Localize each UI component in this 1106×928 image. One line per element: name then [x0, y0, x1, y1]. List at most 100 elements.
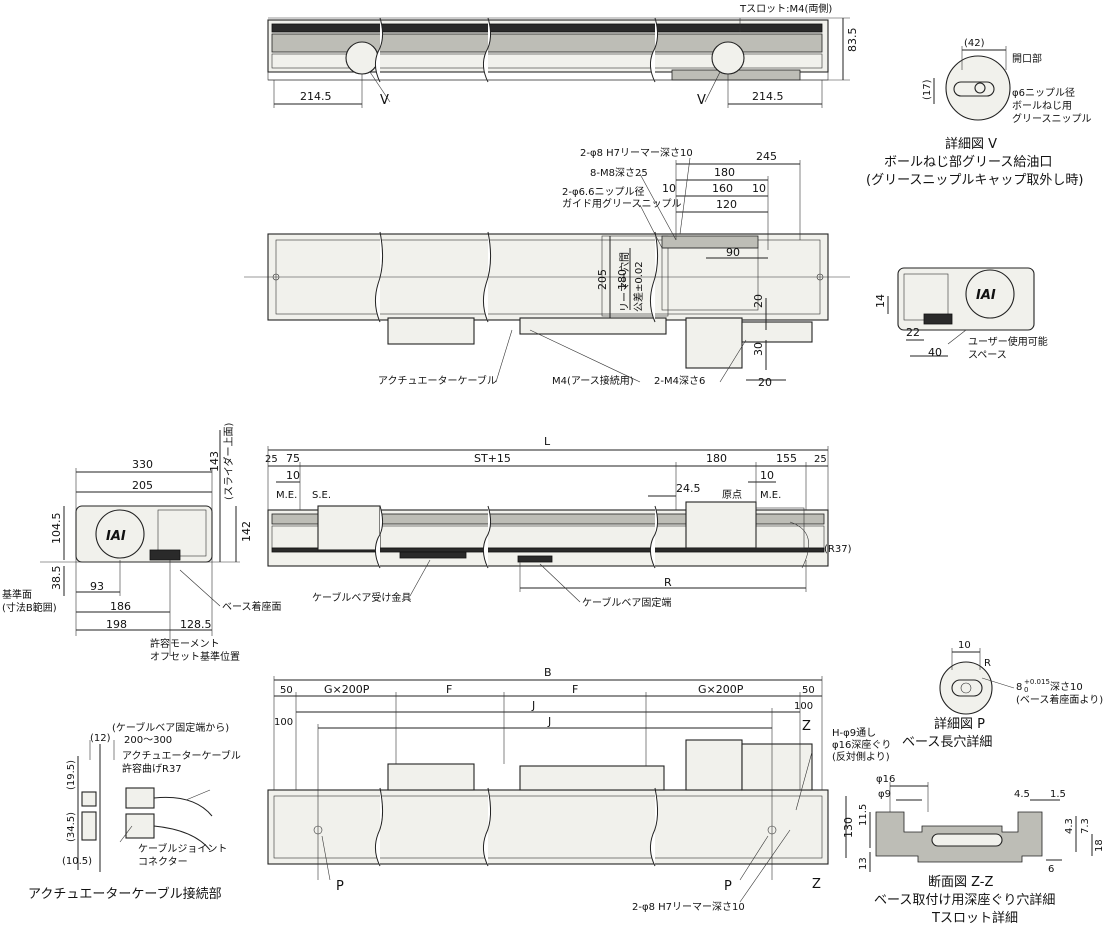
radius-37: (R37) [824, 544, 852, 555]
dim-180-h: 180 [706, 452, 727, 465]
dim-10-a: 10 [662, 182, 676, 195]
dim-R: R [664, 576, 672, 589]
end-view-plan [887, 267, 1035, 357]
dim-40: 40 [928, 346, 942, 359]
dim-25-b: 25 [814, 454, 827, 465]
detail-p-dim-10: 10 [958, 640, 971, 651]
se-label: S.E. [312, 490, 331, 501]
dim-L: L [544, 435, 551, 448]
cable-bend-label-2: 許容曲げR37 [122, 762, 182, 775]
reamer-label: 2-φ8 H7リーマー深さ10 [580, 147, 693, 159]
dim-120: 120 [716, 198, 737, 211]
detail-p-note: (ベース着座面より) [1016, 693, 1103, 706]
detail-p-tol-lower: 0 [1024, 686, 1028, 694]
dim-22: 22 [906, 326, 920, 339]
dim-42: (42) [964, 38, 985, 49]
dim-130: 130 [842, 817, 855, 838]
iai-logo-1: IAI [976, 288, 996, 303]
dim-10-c: 10 [286, 469, 300, 482]
joint-label-1: ケーブルジョイント [138, 842, 227, 855]
mount-surface-label: ベース着座面 [222, 600, 282, 613]
section-z-note: Tスロット詳細 [931, 910, 1018, 926]
dim-J-outer: J [531, 699, 535, 712]
dim-198: 198 [106, 618, 127, 631]
datum-label-1: 基準面 [2, 588, 32, 601]
dim-180-v: 180 [616, 269, 629, 290]
nipple-label-2: ボールねじ用 [1012, 100, 1072, 112]
dim-25-a: 25 [265, 454, 278, 465]
iai-logo-2: IAI [106, 529, 126, 544]
top-side-view [267, 17, 850, 108]
dim-104-5: 104.5 [50, 513, 63, 545]
dim-B: B [544, 666, 552, 679]
dim-50-a: 50 [280, 685, 293, 696]
dim-34-5: (34.5) [66, 812, 77, 842]
dim-245: 245 [756, 150, 777, 163]
dim-180-top: 180 [714, 166, 735, 179]
cable-bracket-label: ケーブルベア受け金具 [312, 591, 411, 604]
nipple-label-1: φ6ニップル径 [1012, 86, 1075, 99]
cable-bend-label-1: アクチュエーターケーブル [122, 749, 241, 762]
dim-30: 30 [752, 342, 765, 356]
front-end-view [40, 430, 240, 656]
detail-p-right: P [724, 879, 732, 894]
dim-93: 93 [90, 580, 104, 593]
detail-v-title: 詳細図 V [945, 136, 997, 152]
dim-20-b: 20 [758, 376, 772, 389]
section-z-subtitle: ベース取付け用深座ぐり穴詳細 [874, 892, 1055, 908]
dim-F-right: F [572, 683, 578, 696]
moment-label-1: 許容モーメント [150, 637, 220, 650]
cable-from-label-1: (ケーブルベア固定端から) [112, 721, 229, 734]
me-label-2: M.E. [760, 490, 781, 501]
section-z-top: Z [802, 719, 811, 734]
detail-v-subtitle: ボールねじ部グリース給油口 [884, 155, 1052, 170]
dim-100-b: 100 [794, 701, 813, 712]
dim-4-5: 4.5 [1014, 789, 1030, 800]
slider-top-label: (スライダー上面) [222, 422, 235, 500]
m4-depth-label: 2-M4深さ6 [654, 375, 705, 387]
detail-p-title: 詳細図 P [934, 716, 985, 732]
dim-10-b: 10 [752, 182, 766, 195]
nipple66-label-2: ガイド用グリースニップル [562, 197, 682, 210]
dim-214-5-right: 214.5 [752, 90, 784, 103]
dim-160: 160 [712, 182, 733, 195]
dim-38-5: 38.5 [50, 566, 63, 591]
moment-label-2: オフセット基準位置 [150, 650, 240, 663]
section-v-left: V [380, 93, 389, 108]
dim-13: 13 [858, 857, 869, 870]
dim-g200p-right: G×200P [698, 683, 744, 696]
dim-205: 205 [596, 269, 609, 290]
cable-from-label-2: 200〜300 [124, 735, 172, 746]
dim-50-b: 50 [802, 685, 815, 696]
section-z-title: 断面図 Z-Z [928, 875, 994, 890]
dim-142: 142 [240, 521, 253, 542]
detail-p-subtitle: ベース長穴詳細 [902, 734, 992, 750]
cable-label: アクチュエーターケーブル [378, 374, 497, 387]
section-z-drawing [869, 782, 1093, 872]
origin-label: 原点 [722, 489, 742, 501]
cable-fixed-label: ケーブルベア固定端 [582, 596, 671, 609]
detail-v-note: (グリースニップルキャップ取外し時) [866, 173, 1084, 188]
m8-label: 8-M8深さ25 [590, 167, 648, 179]
dim-11-5: 11.5 [858, 804, 869, 826]
earth-label: M4(アース接続用) [552, 374, 634, 387]
dim-24-5: 24.5 [676, 482, 701, 495]
section-z-bottom: Z [812, 877, 821, 892]
nipple66-label-1: 2-φ6.6ニップル径 [562, 185, 644, 198]
dim-F-left: F [446, 683, 452, 696]
cable-connection-detail [77, 740, 213, 872]
dim-6: 6 [1048, 864, 1054, 875]
detail-p-depth: 深さ10 [1050, 681, 1083, 693]
dim-14: 14 [874, 294, 887, 308]
reamer-spacing-1: リーマー穴間 [618, 252, 631, 312]
dim-75: 75 [286, 452, 300, 465]
dim-g200p-left: G×200P [324, 683, 370, 696]
user-space-1: ユーザー使用可能 [968, 335, 1048, 348]
dim-4-3: 4.3 [1064, 818, 1075, 834]
detail-p-left: P [336, 879, 344, 894]
dim-J-inner: J [547, 715, 551, 728]
dim-12: (12) [90, 733, 111, 744]
dim-20-a: 20 [752, 294, 765, 308]
cable-detail-title: アクチュエーターケーブル接続部 [28, 886, 222, 902]
dim-phi16: φ16 [876, 774, 895, 785]
